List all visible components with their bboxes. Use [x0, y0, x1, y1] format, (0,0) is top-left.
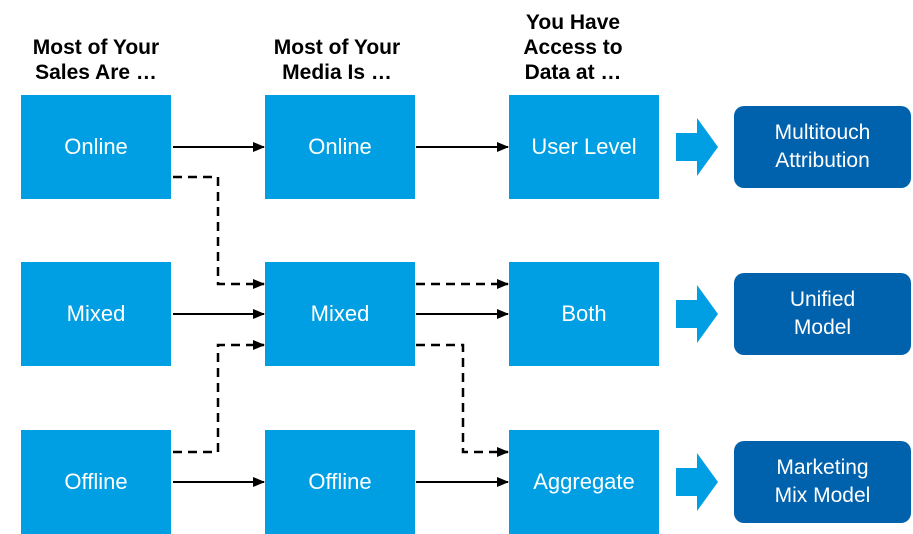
dashed-connector-sales-offline-to-media-mixed — [173, 340, 265, 454]
result-marketing-line-1: Marketing — [776, 456, 869, 479]
result-marketing-line-2: Mix Model — [774, 484, 871, 507]
block-arrow-icon — [676, 285, 718, 343]
result-multitouch-line-1: Multitouch — [774, 121, 871, 144]
header-sales-line-1: Most of Your — [32, 36, 160, 59]
result-unified-line-1: Unified — [789, 288, 856, 311]
block-arrow-icon — [676, 118, 718, 176]
result-unified-model: Unified Model — [734, 273, 911, 355]
data-both-box: Both — [509, 262, 659, 366]
dashed-connector-media-mixed-to-aggregate — [416, 343, 509, 457]
header-data: You Have Access to Data at … — [483, 10, 663, 85]
media-mixed-box: Mixed — [265, 262, 415, 366]
result-marketing-mix-model: Marketing Mix Model — [734, 441, 911, 523]
media-online-box: Online — [265, 95, 415, 199]
header-media-line-2: Media Is … — [282, 61, 392, 84]
header-data-line-3: Data at … — [524, 61, 622, 84]
header-sales-line-2: Sales Are … — [35, 61, 157, 84]
media-offline-box: Offline — [265, 430, 415, 534]
sales-online-box: Online — [21, 95, 171, 199]
block-arrow-icon — [676, 453, 718, 511]
result-multitouch-line-2: Attribution — [775, 149, 870, 172]
data-aggregate-box: Aggregate — [509, 430, 659, 534]
dashed-connector-sales-online-to-media-mixed — [173, 175, 265, 289]
header-media: Most of Your Media Is … — [247, 35, 427, 85]
header-data-line-2: Access to — [523, 36, 623, 59]
data-user-level-box: User Level — [509, 95, 659, 199]
header-sales: Most of Your Sales Are … — [6, 35, 186, 85]
result-unified-line-2: Model — [793, 316, 852, 339]
header-media-line-1: Most of Your — [273, 36, 401, 59]
header-data-line-1: You Have — [525, 11, 621, 34]
sales-offline-box: Offline — [21, 430, 171, 534]
sales-mixed-box: Mixed — [21, 262, 171, 366]
result-multitouch-attribution: Multitouch Attribution — [734, 106, 911, 188]
